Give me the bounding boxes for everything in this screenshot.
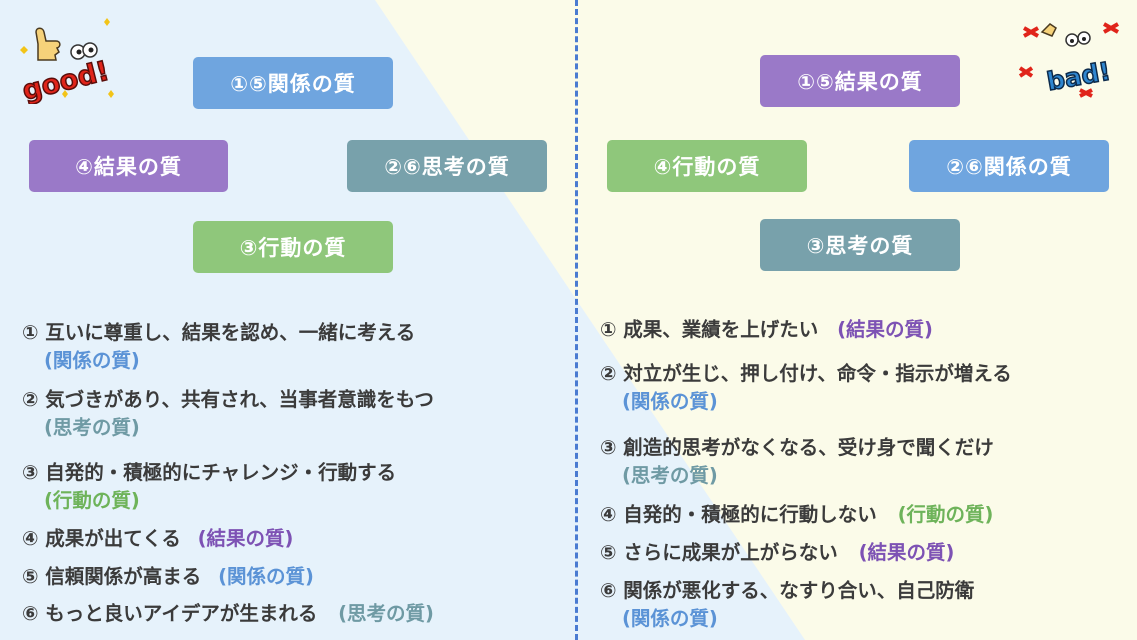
center-divider <box>575 0 578 640</box>
left-box-result: ④結果の質 <box>29 140 228 192</box>
step-text: ⑤ 信頼関係が高まる <box>22 565 202 588</box>
step-text: ③ 自発的・積極的にチャレンジ・行動する <box>22 461 397 484</box>
step-text: ⑥ もっと良いアイデアが生まれる <box>22 602 318 625</box>
good-sticker-text: good! <box>19 56 112 104</box>
step-tag: (関係の質) <box>622 390 718 413</box>
step-text: ② 対立が生じ、押し付け、命令・指示が増える <box>600 362 1012 385</box>
left-box-thinking: ②⑥思考の質 <box>347 140 547 192</box>
step-text: ⑤ さらに成果が上がらない <box>600 541 838 564</box>
list-item: ① 互いに尊重し、結果を認め、一緒に考える <box>22 316 415 345</box>
left-box-action: ③行動の質 <box>193 221 393 273</box>
step-tag: (関係の質) <box>44 349 140 372</box>
step-tag: (行動の質) <box>44 489 140 512</box>
list-item: ② 気づきがあり、共有され、当事者意識をもつ <box>22 383 434 412</box>
good-sticker: good! <box>14 14 114 108</box>
list-item: ⑤ 信頼関係が高まる (関係の質) <box>22 560 314 589</box>
list-item: ② 対立が生じ、押し付け、命令・指示が増える <box>600 357 1012 386</box>
bad-sticker-text: bad! <box>1045 57 1113 97</box>
right-box-thinking: ③思考の質 <box>760 219 960 271</box>
step-tag: (関係の質) <box>218 565 314 588</box>
step-tag: (思考の質) <box>622 464 718 487</box>
step-tag: (結果の質) <box>858 541 955 564</box>
list-item: ③ 創造的思考がなくなる、受け身で聞くだけ <box>600 431 994 460</box>
list-item: ④ 成果が出てくる (結果の質) <box>22 522 293 551</box>
step-text: ④ 自発的・積極的に行動しない <box>600 503 877 526</box>
step-text: ② 気づきがあり、共有され、当事者意識をもつ <box>22 388 434 411</box>
thumbs-up-icon: good! <box>19 18 114 108</box>
list-item: ⑤ さらに成果が上がらない (結果の質) <box>600 536 954 565</box>
bad-sticker: bad! <box>1012 18 1127 100</box>
list-item: ⑥ 関係が悪化する、なすり合い、自己防衛 <box>600 574 974 603</box>
right-box-action: ④行動の質 <box>607 140 807 192</box>
step-tag: (思考の質) <box>44 416 140 439</box>
list-item: ① 成果、業績を上げたい (結果の質) <box>600 313 933 342</box>
left-box-relationship: ①⑤関係の質 <box>193 57 393 109</box>
step-text: ① 互いに尊重し、結果を認め、一緒に考える <box>22 321 416 344</box>
right-box-result: ①⑤結果の質 <box>760 55 960 107</box>
step-tag: (結果の質) <box>197 527 294 550</box>
step-text: ① 成果、業績を上げたい <box>600 318 819 341</box>
list-item: ⑥ もっと良いアイデアが生まれる (思考の質) <box>22 597 434 626</box>
step-text: ③ 創造的思考がなくなる、受け身で聞くだけ <box>600 436 994 459</box>
step-text: ⑥ 関係が悪化する、なすり合い、自己防衛 <box>600 579 975 602</box>
thumbs-down-icon: bad! <box>1018 22 1119 98</box>
step-tag: (行動の質) <box>897 503 994 526</box>
step-tag: (思考の質) <box>338 602 434 625</box>
right-box-relationship: ②⑥関係の質 <box>909 140 1109 192</box>
list-item: ④ 自発的・積極的に行動しない (行動の質) <box>600 498 993 527</box>
step-tag: (結果の質) <box>837 318 933 341</box>
list-item: ③ 自発的・積極的にチャレンジ・行動する <box>22 456 396 485</box>
step-text: ④ 成果が出てくる <box>22 527 181 550</box>
step-tag: (関係の質) <box>622 607 718 630</box>
